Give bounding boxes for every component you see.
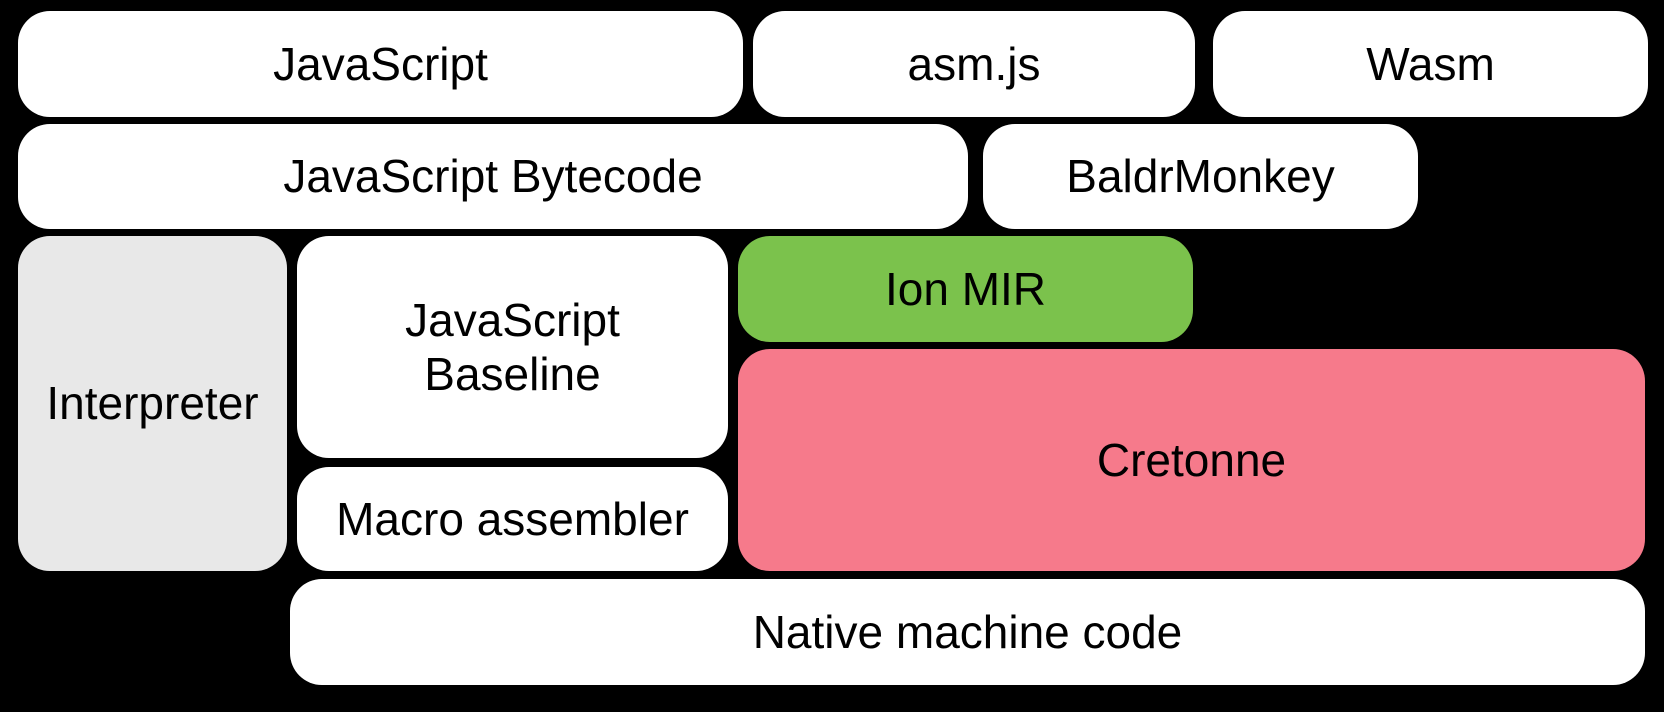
box-label: Wasm: [1366, 37, 1495, 90]
box-label: BaldrMonkey: [1066, 150, 1335, 203]
box-label: Cretonne: [1096, 433, 1287, 486]
box-native-machine-code: Native machine code: [290, 579, 1645, 685]
box-label: Macro assembler: [336, 492, 689, 545]
box-label: JavaScript: [273, 37, 488, 90]
box-asmjs: asm.js: [753, 11, 1195, 117]
box-baldrmonkey: BaldrMonkey: [983, 124, 1418, 229]
box-label: JavaScript Baseline: [405, 293, 620, 400]
box-label: Interpreter: [46, 377, 259, 430]
box-label: Native machine code: [752, 605, 1183, 658]
box-label: JavaScript Bytecode: [283, 150, 703, 203]
box-ion-mir: Ion MIR: [738, 236, 1193, 342]
box-interpreter: Interpreter: [18, 236, 287, 571]
box-cretonne: Cretonne: [738, 349, 1645, 571]
box-macro-assembler: Macro assembler: [297, 467, 728, 571]
box-label: asm.js: [907, 37, 1041, 90]
box-javascript-bytecode: JavaScript Bytecode: [18, 124, 968, 229]
box-wasm: Wasm: [1213, 11, 1648, 117]
box-javascript: JavaScript: [18, 11, 743, 117]
box-javascript-baseline: JavaScript Baseline: [297, 236, 728, 458]
box-label: Ion MIR: [884, 262, 1047, 315]
